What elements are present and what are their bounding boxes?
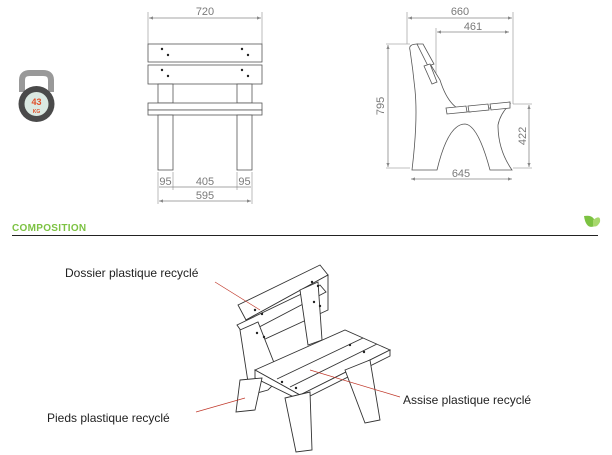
section-divider — [12, 235, 598, 236]
label-backrest: Dossier plastique recyclé — [65, 266, 199, 280]
dim-overall-depth: 660 — [451, 6, 469, 18]
dim-overall-height: 795 — [375, 97, 387, 115]
dim-overall-width: 720 — [196, 6, 214, 18]
dim-leg-spacing: 405 — [196, 176, 214, 188]
label-seat: Assise plastique recyclé — [403, 393, 532, 407]
weight-unit: KG — [33, 109, 41, 115]
dim-leg-width-right: 95 — [238, 176, 250, 188]
isometric-bench-drawing — [195, 264, 401, 453]
weight-value: 43 — [31, 97, 41, 107]
weight-kettlebell-icon: 43 KG — [18, 70, 55, 122]
front-view — [147, 12, 263, 204]
dim-base-depth: 645 — [452, 168, 470, 180]
dim-leg-width-left: 95 — [159, 176, 171, 188]
dim-seat-depth: 461 — [464, 21, 482, 33]
label-legs: Pieds plastique recyclé — [47, 411, 170, 425]
eco-leaf-icon — [584, 215, 601, 227]
side-view — [386, 12, 532, 181]
section-title-composition: COMPOSITION — [12, 223, 87, 234]
dim-seat-height: 422 — [517, 127, 529, 145]
dim-leg-outer-span: 595 — [196, 190, 214, 202]
